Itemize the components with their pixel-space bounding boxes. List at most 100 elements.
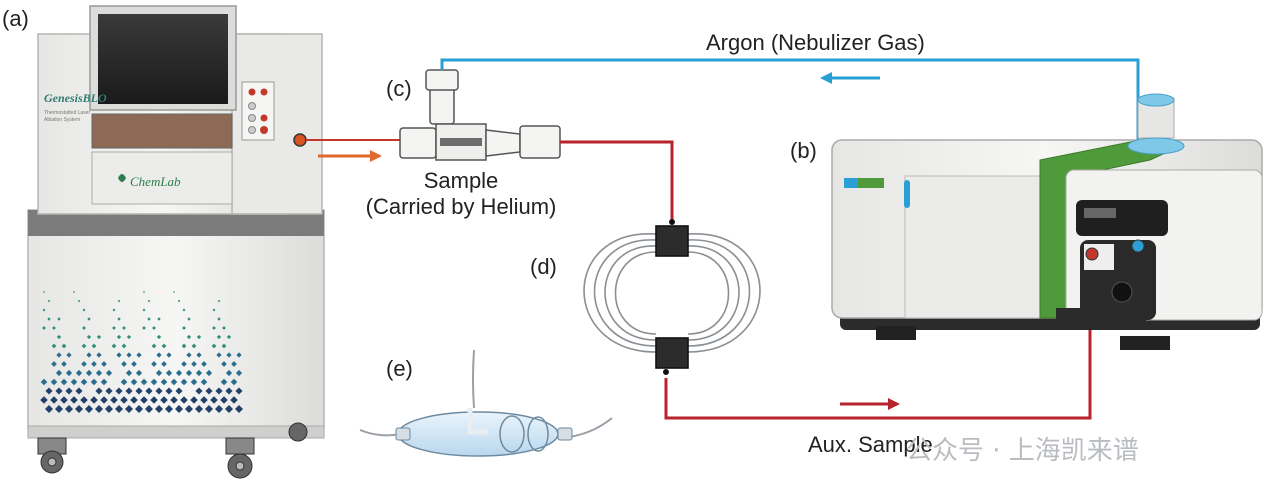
pattern-dot (165, 387, 173, 395)
pattern-dot (156, 334, 162, 340)
pattern-dot (126, 334, 132, 340)
pattern-dot (100, 396, 108, 404)
pattern-dot (116, 352, 122, 358)
pattern-dot (200, 396, 208, 404)
pattern-dot (151, 361, 157, 367)
pattern-dot (157, 317, 161, 321)
pattern-dot (220, 378, 228, 386)
sample-flow-arrow (306, 139, 400, 162)
pattern-dot (42, 326, 46, 330)
pattern-dot (91, 343, 97, 349)
pattern-dot (75, 405, 83, 413)
pattern-dot (105, 369, 113, 377)
pattern-dot (65, 387, 73, 395)
watermark: 公众号 · 上海凯来谱 (906, 436, 1139, 466)
pattern-dot (135, 369, 143, 377)
pattern-dot (147, 317, 151, 321)
pattern-dot (226, 334, 232, 340)
pattern-dot (73, 291, 75, 293)
pattern-dot (155, 405, 163, 413)
pattern-dot (87, 317, 91, 321)
pattern-dot (65, 369, 73, 377)
pattern-dot (181, 361, 187, 367)
pattern-dot (61, 343, 67, 349)
pattern-dot (211, 343, 217, 349)
laser-ablation-system: GenesisBLO Thermostatted Laser Ablation … (27, 5, 325, 479)
pattern-dot (195, 369, 203, 377)
pattern-dot (231, 361, 237, 367)
pattern-dot (230, 378, 238, 386)
pattern-dot (81, 343, 87, 349)
pattern-dot (150, 396, 158, 404)
pattern-dot (160, 378, 168, 386)
pattern-dot (210, 396, 218, 404)
pattern-dot (120, 378, 128, 386)
pattern-dot (45, 405, 53, 413)
pattern-dot (236, 352, 242, 358)
pattern-dot (60, 378, 68, 386)
pattern-dot (161, 361, 167, 367)
pattern-dot (130, 378, 138, 386)
pattern-dot (147, 299, 151, 303)
pattern-dot (186, 352, 192, 358)
argon-inlet-port (1131, 239, 1145, 253)
pattern-dot (43, 291, 45, 293)
pattern-dot (61, 361, 67, 367)
pattern-dot (175, 405, 183, 413)
pattern-dot (56, 334, 62, 340)
pattern-dot (50, 378, 58, 386)
pattern-dot (90, 396, 98, 404)
pattern-dot (45, 387, 53, 395)
cabinet-dot-pattern (40, 291, 243, 413)
pattern-dot (55, 387, 63, 395)
pattern-dot (126, 352, 132, 358)
pattern-dot (185, 369, 193, 377)
pattern-dot (205, 405, 213, 413)
label-sample-line1: Sample (423, 168, 499, 193)
pattern-dot (135, 387, 143, 395)
pattern-dot (55, 405, 63, 413)
pattern-dot (86, 352, 92, 358)
pattern-dot (182, 326, 186, 330)
pattern-dot (145, 387, 153, 395)
pattern-dot (117, 299, 121, 303)
pattern-dot (112, 308, 116, 312)
pattern-dot (235, 387, 243, 395)
pattern-dot (165, 369, 173, 377)
pattern-dot (190, 396, 198, 404)
pattern-dot (80, 396, 88, 404)
pattern-dot (222, 326, 226, 330)
pattern-dot (195, 387, 203, 395)
pattern-dot (161, 343, 167, 349)
pattern-dot (116, 334, 122, 340)
pattern-dot (226, 352, 232, 358)
label-sample: Sample (Carried by Helium) (344, 168, 578, 220)
pattern-dot (175, 387, 183, 395)
pattern-dot (75, 369, 83, 377)
pattern-dot (77, 299, 81, 303)
pattern-dot (186, 334, 192, 340)
pattern-dot (125, 369, 133, 377)
pattern-dot (215, 387, 223, 395)
pattern-dot (96, 334, 102, 340)
pattern-dot (115, 405, 123, 413)
pattern-dot (215, 405, 223, 413)
pattern-dot (111, 343, 117, 349)
brand-subtitle-1: Thermostatted Laser (44, 110, 90, 116)
pattern-dot (60, 396, 68, 404)
pattern-dot (82, 308, 86, 312)
pattern-dot (142, 326, 146, 330)
pattern-dot (196, 352, 202, 358)
pattern-dot (117, 317, 121, 321)
pattern-dot (170, 396, 178, 404)
pattern-dot (51, 361, 57, 367)
pattern-dot (135, 405, 143, 413)
pattern-dot (200, 378, 208, 386)
pattern-dot (217, 299, 221, 303)
brand-logo: GenesisBLO (44, 91, 107, 105)
pattern-dot (105, 387, 113, 395)
pattern-dot (191, 361, 197, 367)
icp-ms-instrument (831, 93, 1263, 350)
pattern-dot (51, 343, 57, 349)
